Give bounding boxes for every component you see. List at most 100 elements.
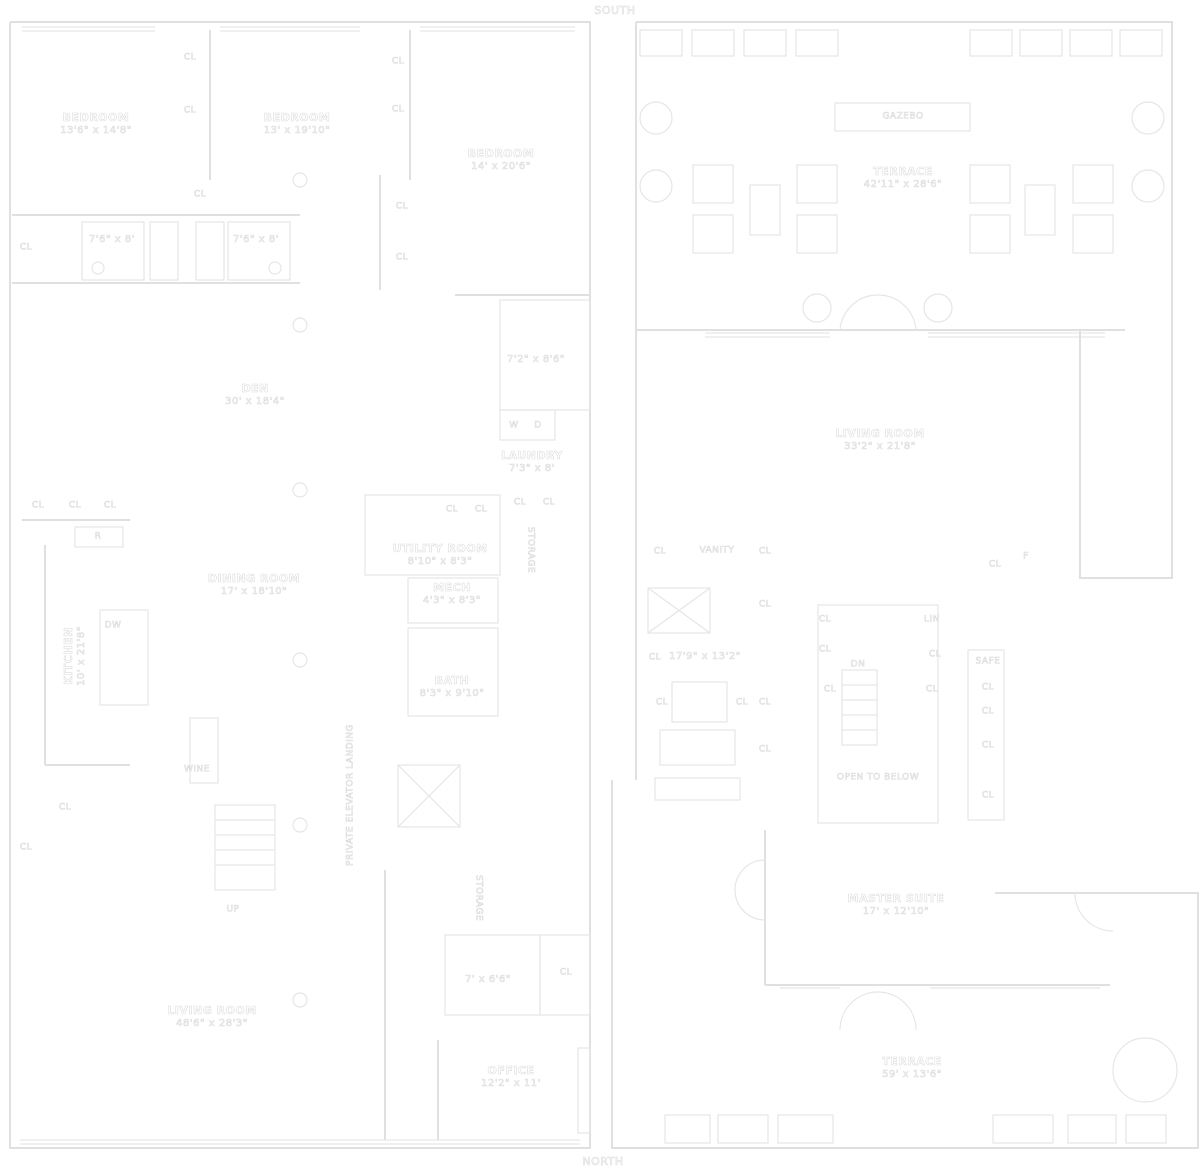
room-bath-a: 7'6" x 8': [89, 233, 135, 247]
room-dimensions: 13' x 19'10": [263, 124, 331, 136]
closet-label: CL: [758, 697, 772, 708]
closet-label: CL: [395, 201, 409, 212]
closet-label: CL: [928, 649, 942, 660]
room-dimensions: 30' x 18'4": [225, 395, 285, 407]
closet-label: CL: [758, 546, 772, 557]
room-name: LAUNDRY: [501, 448, 563, 463]
room-dimensions: 48'6" x 28'3": [176, 1017, 248, 1029]
room-dimensions: 7'6" x 8': [89, 233, 135, 245]
room-powder: 7' x 6'6": [465, 973, 511, 987]
room-name: LIVING ROOM: [835, 426, 925, 441]
dishwasher-label: DW: [104, 620, 122, 631]
room-dimensions: 17' x 12'10": [862, 905, 930, 917]
gazebo-label: GAZEBO: [882, 111, 924, 122]
room-dimensions: 33'2" x 21'8": [844, 440, 916, 452]
room-laundry: LAUNDRY 7'3" x 8': [501, 449, 563, 475]
closet-label: CL: [513, 497, 527, 508]
closet-label: CL: [19, 842, 33, 853]
closet-label: CL: [395, 252, 409, 263]
room-dimensions: 8'3" x 9'10": [419, 687, 485, 699]
room-kitchen: KITCHEN 10' x 21'8": [62, 626, 88, 686]
room-dimensions: 13'6" x 14'8": [60, 124, 132, 136]
storage-label-2: STORAGE: [473, 874, 484, 922]
room-bath-d: BATH 8'3" x 9'10": [419, 673, 485, 700]
closet-label: CL: [823, 684, 837, 695]
room-dining: DINING ROOM 17' x 18'10": [208, 572, 300, 598]
open-to-below-label: OPEN TO BELOW: [836, 772, 920, 783]
fridge-label: F: [1023, 551, 1029, 562]
room-name: MECH: [433, 580, 471, 595]
room-terrace-north: TERRACE 59' x 13'6": [882, 1055, 942, 1081]
room-dimensions: 7'2" x 8'6": [507, 353, 565, 365]
closet-label: CL: [758, 599, 772, 610]
stairs-down-label: DN: [850, 659, 866, 670]
room-name: LIVING ROOM: [167, 1003, 257, 1018]
closet-label: CL: [981, 740, 995, 751]
vanity-label: VANITY: [699, 545, 735, 556]
room-bedroom-2: BEDROOM 13' x 19'10": [263, 110, 331, 137]
room-master-bath: 17'9" x 13'2": [669, 650, 741, 664]
closet-label: CL: [818, 614, 832, 625]
closet-label: CL: [925, 684, 939, 695]
room-name: BEDROOM: [62, 110, 130, 125]
closet-label: CL: [183, 105, 197, 116]
left-unit-walls: [9, 21, 591, 1149]
room-name: KITCHEN: [61, 627, 76, 685]
room-name: BEDROOM: [467, 146, 535, 161]
room-bedroom-3: BEDROOM 14' x 20'6": [467, 146, 535, 173]
room-name: TERRACE: [882, 1054, 942, 1069]
closet-label: CL: [653, 546, 667, 557]
stairs-up-label: UP: [226, 904, 240, 915]
room-dimensions: 12'2" x 11': [481, 1077, 541, 1089]
dryer-label: D: [534, 420, 542, 431]
closet-label: CL: [103, 500, 117, 511]
room-dimensions: 17' x 18'10": [220, 585, 288, 597]
closet-label: CL: [391, 104, 405, 115]
closet-label: CL: [655, 697, 669, 708]
closet-label: CL: [193, 189, 207, 200]
closet-label: CL: [559, 967, 573, 978]
closet-label: CL: [68, 500, 82, 511]
room-dimensions: 7'6" x 8': [233, 233, 279, 245]
closet-label: CL: [19, 242, 33, 253]
room-name: BEDROOM: [263, 110, 331, 125]
closet-label: CL: [183, 52, 197, 63]
closet-label: CL: [474, 504, 488, 515]
washer-label: W: [509, 420, 519, 431]
safe-label: SAFE: [975, 656, 1001, 667]
closet-label: CL: [58, 802, 72, 813]
room-dimensions: 8'10" x 8'3": [407, 555, 473, 567]
closet-label: CL: [988, 559, 1002, 570]
room-name: BATH: [434, 673, 470, 688]
range-label: R: [94, 531, 102, 542]
room-master-suite: MASTER SUITE 17' x 12'10": [847, 892, 945, 918]
room-dimensions: 10' x 21'8": [75, 626, 87, 686]
closet-label: CL: [981, 790, 995, 801]
room-terrace-south: TERRACE 42'11" x 28'6": [863, 165, 943, 191]
room-living: LIVING ROOM 48'6" x 28'3": [167, 1003, 257, 1030]
room-office: OFFICE 12'2" x 11': [481, 1064, 541, 1090]
closet-label: CL: [31, 500, 45, 511]
closet-label: CL: [391, 56, 405, 67]
room-den: DEN 30' x 18'4": [225, 382, 285, 408]
closet-label: CL: [542, 497, 556, 508]
closet-label: CL: [981, 706, 995, 717]
right-unit-walls: [611, 21, 1199, 1149]
room-bath-b: 7'6" x 8': [233, 233, 279, 247]
compass-south-label: SOUTH: [594, 4, 636, 18]
room-living-upper: LIVING ROOM 33'2" x 21'8": [835, 426, 925, 453]
room-name: OFFICE: [487, 1063, 535, 1078]
room-bath-c: 7'2" x 8'6": [507, 353, 565, 367]
room-dimensions: 42'11" x 28'6": [863, 178, 943, 190]
wine-label: WINE: [184, 764, 210, 775]
storage-label-1: STORAGE: [525, 526, 536, 574]
compass-north-label: NORTH: [582, 1155, 624, 1169]
room-name: DINING ROOM: [207, 571, 301, 586]
room-mech: MECH 4'3" x 8'3": [423, 581, 481, 607]
linen-closet-label: LIN: [924, 614, 940, 625]
room-dimensions: 7'3" x 8': [509, 462, 555, 474]
closet-label: CL: [445, 504, 459, 515]
closet-label: CL: [735, 697, 749, 708]
room-dimensions: 59' x 13'6": [882, 1068, 942, 1080]
